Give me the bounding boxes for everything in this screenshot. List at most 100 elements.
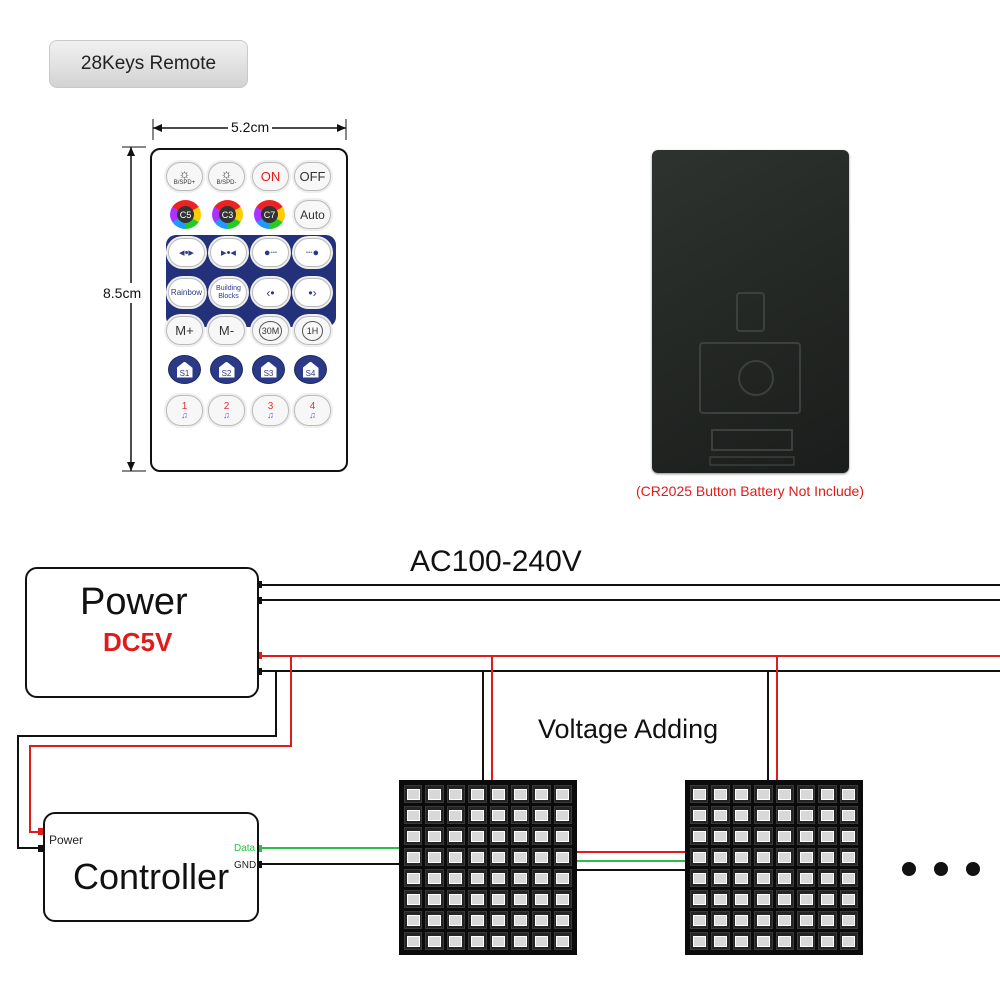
led-pixel [796,827,816,845]
music-2-button[interactable]: 2♫ [208,395,245,426]
led-pixel [732,911,752,929]
led-pixel [839,827,858,845]
led-pixel [425,827,444,845]
brightness-up-icon: ☼ [178,165,191,181]
led-pixel [839,932,858,950]
led-pixel [489,890,508,908]
led-pixel [532,932,551,950]
led-pixel [489,869,508,887]
scene-s2-button[interactable]: S2 [210,355,243,384]
scene-s3-button[interactable]: S3 [252,355,285,384]
brightness-down-button[interactable]: ☼ B/SPD- [208,162,245,191]
comet-right-icon: ┄● [305,247,320,259]
battery-compartment-outline [699,292,801,466]
led-pixel [839,869,858,887]
led-pixel [489,785,508,803]
flow-bidirectional-button[interactable]: ◂•▸ [168,238,205,267]
power-voltage: DC5V [103,627,173,657]
controller-power-port-label: Power [49,833,84,847]
music-1-button[interactable]: 1♫ [166,395,203,426]
color-c7-button[interactable]: C7 [254,200,285,229]
scene-house-icon: S2 [218,361,235,378]
led-pixel [690,911,709,929]
led-pixel [489,932,508,950]
led-pixel [796,806,816,824]
led-pixel [510,848,530,866]
led-pixel [404,806,423,824]
chevron-right-icon: •› [308,285,317,300]
ac-voltage-label: AC100-240V [410,545,582,578]
scene-s1-button[interactable]: S1 [168,355,201,384]
flow-in-icon: ▸•◂ [221,247,236,259]
music-note-icon: ♫ [181,409,188,420]
led-pixel [690,890,709,908]
led-pixel [690,806,709,824]
power-supply-box: Power DC5V [25,567,259,698]
led-pixel [839,785,858,803]
led-matrix-panel-2 [685,780,863,955]
led-pixel [796,785,816,803]
led-pixel [732,932,752,950]
timer-1h-button[interactable]: 1H [294,316,331,345]
led-pixel [553,827,572,845]
led-pixel [425,806,444,824]
flow-converge-button[interactable]: ▸•◂ [210,238,247,267]
led-pixel [468,827,487,845]
led-pixel [711,932,730,950]
music-note-icon: ♫ [309,409,316,420]
controller-box: Power Data GND Controller [43,812,259,922]
brightness-up-button[interactable]: ☼ B/SPD+ [166,162,203,191]
color-c5-button[interactable]: C5 [170,200,201,229]
controller-data-port-label: Data [234,843,256,854]
comet-right-button[interactable]: ┄● [294,238,331,267]
off-button[interactable]: OFF [294,162,331,191]
color-c3-button[interactable]: C3 [212,200,243,229]
led-pixel [839,911,858,929]
direction-left-button[interactable]: ‹• [252,278,289,307]
led-pixel [796,848,816,866]
led-pixel [775,785,794,803]
timer-30m-button[interactable]: 30M [252,316,289,345]
led-pixel [796,932,816,950]
led-pixel [468,806,487,824]
led-pixel [732,869,752,887]
building-blocks-button[interactable]: Building Blocks [210,278,247,307]
on-button[interactable]: ON [252,162,289,191]
mode-minus-button[interactable]: M- [208,316,245,345]
led-pixel [510,785,530,803]
led-pixel [711,827,730,845]
led-pixel [468,848,487,866]
led-pixel [532,827,551,845]
rainbow-button[interactable]: Rainbow [168,278,205,307]
mode-plus-button[interactable]: M+ [166,316,203,345]
led-pixel [754,827,773,845]
music-4-button[interactable]: 4♫ [294,395,331,426]
led-pixel [754,848,773,866]
led-pixel [553,806,572,824]
led-pixel [839,806,858,824]
direction-right-button[interactable]: •› [294,278,331,307]
led-pixel [446,827,466,845]
led-pixel [553,911,572,929]
led-pixel [489,911,508,929]
led-pixel [711,785,730,803]
led-pixel [404,827,423,845]
led-pixel [446,806,466,824]
led-pixel [553,890,572,908]
music-3-button[interactable]: 3♫ [252,395,289,426]
led-pixel [818,890,837,908]
auto-button[interactable]: Auto [294,200,331,229]
led-pixel [446,785,466,803]
power-title: Power [80,581,188,623]
voltage-adding-label: Voltage Adding [538,714,719,744]
scene-s4-button[interactable]: S4 [294,355,327,384]
scene-house-icon: S4 [302,361,319,378]
chevron-left-icon: ‹• [266,285,275,300]
led-pixel [425,869,444,887]
led-pixel [775,890,794,908]
led-pixel [532,848,551,866]
led-pixel [711,806,730,824]
scene-house-icon: S1 [176,361,193,378]
battery-note: (CR2025 Button Battery Not Include) [635,483,864,499]
comet-left-button[interactable]: ●┄ [252,238,289,267]
